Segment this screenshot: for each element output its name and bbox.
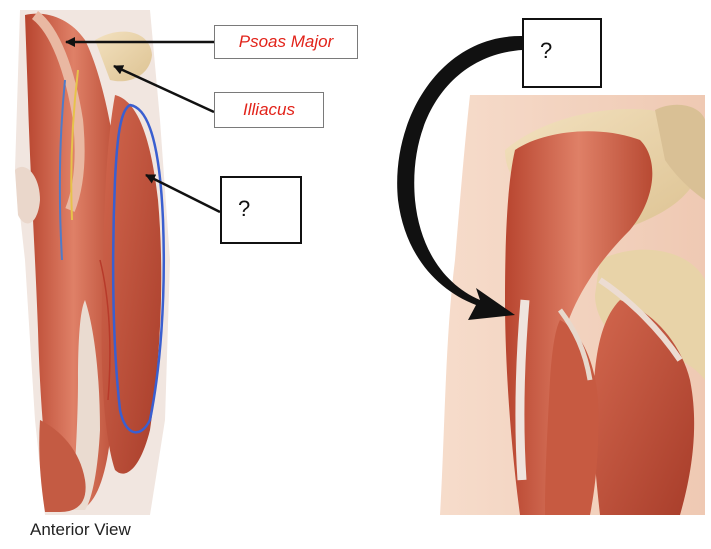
unknown-label-box-left[interactable]: ?	[220, 176, 302, 244]
label-illiacus: Illiacus	[214, 92, 324, 128]
caption-anterior-view: Anterior View	[30, 520, 131, 539]
pointer-arrows	[65, 37, 221, 214]
question-mark: ?	[238, 196, 251, 221]
question-mark: ?	[540, 38, 553, 63]
arrow-icon	[145, 173, 221, 214]
label-psoas-major: Psoas Major	[214, 25, 358, 59]
arrow-icon	[113, 64, 215, 114]
left-anatomy-image	[15, 10, 170, 515]
unknown-label-box-right[interactable]: ?	[522, 18, 602, 88]
right-anatomy-image	[440, 95, 705, 516]
curved-arrow-icon	[397, 35, 522, 320]
